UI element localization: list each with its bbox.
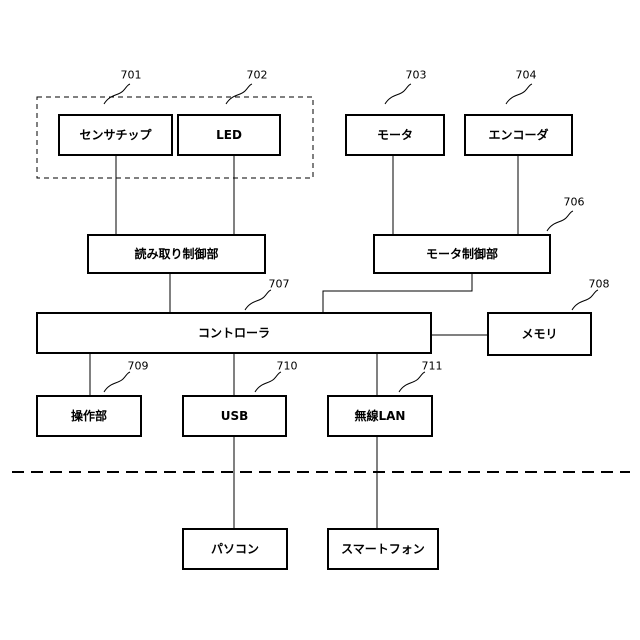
ref-707: 707 xyxy=(269,278,290,291)
controller-label: コントローラ xyxy=(198,326,270,340)
sensor-chip-label: センサチップ xyxy=(79,127,152,142)
line-motor-control-to-controller xyxy=(323,273,472,313)
leader-701 xyxy=(104,84,130,104)
memory-label: メモリ xyxy=(521,327,557,341)
read-control-label: 読み取り制御部 xyxy=(134,246,218,261)
ref-710: 710 xyxy=(277,360,298,373)
encoder-label: エンコーダ xyxy=(488,127,548,142)
pc-label: パソコン xyxy=(211,542,259,556)
usb-label: USB xyxy=(221,409,249,423)
ref-701: 701 xyxy=(121,69,142,82)
operation-label: 操作部 xyxy=(71,408,107,423)
leader-702 xyxy=(226,84,252,104)
leader-709 xyxy=(104,372,130,392)
leader-707 xyxy=(245,290,271,310)
motor-label: モータ xyxy=(377,128,413,142)
ref-703: 703 xyxy=(406,69,427,82)
leader-703 xyxy=(385,84,411,104)
ref-702: 702 xyxy=(247,69,268,82)
ref-711: 711 xyxy=(422,360,443,373)
motor-control-label: モータ制御部 xyxy=(426,246,498,261)
wireless-lan-label: 無線LAN xyxy=(355,408,406,423)
leader-711 xyxy=(399,372,425,392)
leader-710 xyxy=(255,372,281,392)
ref-706: 706 xyxy=(564,196,585,209)
ref-704: 704 xyxy=(516,69,537,82)
leader-706 xyxy=(547,211,573,231)
leader-708 xyxy=(572,290,598,310)
leader-704 xyxy=(506,84,532,104)
ref-709: 709 xyxy=(128,360,149,373)
led-label: LED xyxy=(216,128,242,142)
ref-708: 708 xyxy=(589,278,610,291)
smartphone-label: スマートフォン xyxy=(341,542,425,556)
